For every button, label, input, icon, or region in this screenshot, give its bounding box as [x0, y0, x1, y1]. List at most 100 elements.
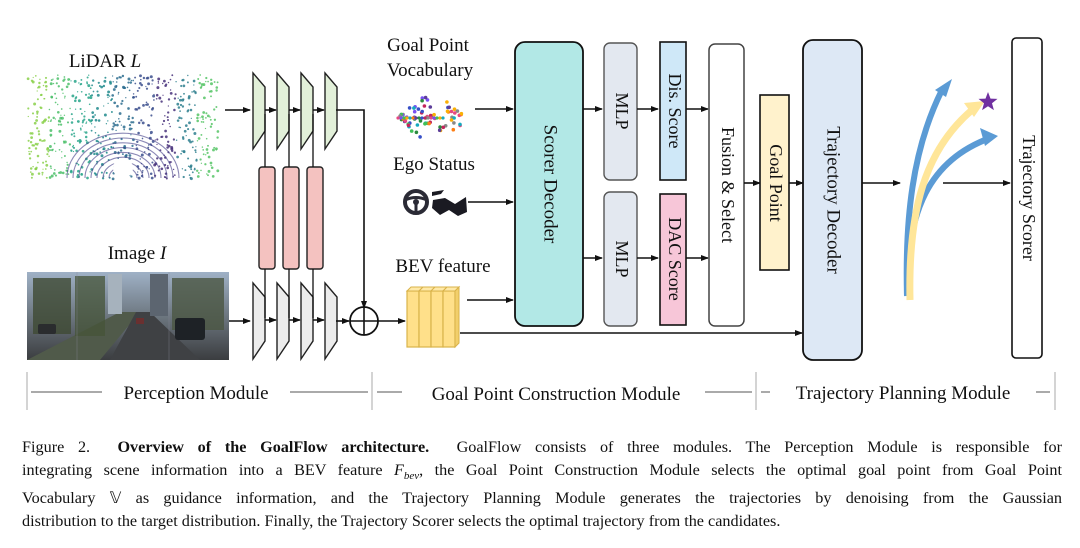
lidar-point	[187, 157, 190, 160]
lidar-point	[122, 86, 126, 90]
lidar-point	[140, 119, 143, 122]
cross-modal-fusion-blocks	[258, 114, 324, 318]
lidar-point	[103, 105, 105, 107]
lidar-point	[62, 140, 65, 143]
lidar-point	[184, 169, 187, 172]
lidar-point	[188, 103, 191, 106]
lidar-point	[50, 174, 54, 178]
lidar-point	[52, 78, 54, 80]
lidar-point	[48, 108, 51, 111]
lidar-point	[165, 83, 168, 86]
lidar-point	[117, 93, 119, 95]
vocabulary-point	[417, 116, 421, 120]
lidar-point	[80, 112, 83, 115]
lidar-point	[196, 140, 199, 142]
lidar-point	[210, 166, 214, 169]
lidar-point	[137, 131, 140, 135]
lidar-ring	[84, 147, 162, 179]
lidar-point	[85, 121, 88, 123]
math-f-bev: Fbev	[393, 460, 420, 482]
vocabulary-point	[409, 129, 414, 133]
lidar-point	[205, 76, 208, 80]
lidar-point	[86, 82, 89, 85]
lidar-point	[97, 140, 100, 143]
lidar-point	[33, 102, 37, 106]
lidar-point	[30, 136, 33, 139]
lidar-point	[90, 94, 94, 97]
lidar-point	[178, 126, 180, 129]
lidar-point	[211, 175, 215, 178]
lidar-point	[100, 85, 103, 89]
lidar-point-cloud-image	[26, 73, 220, 181]
lidar-point	[149, 128, 151, 130]
lidar-point	[189, 176, 192, 179]
caption-line-4: distribution to the target distribution.…	[22, 511, 781, 530]
candidate-trajectories-icon	[903, 79, 998, 301]
lidar-point	[108, 95, 111, 97]
lidar-point	[61, 88, 64, 91]
lidar-point	[35, 119, 38, 122]
lidar-label: LiDAR L	[69, 51, 141, 72]
lidar-point	[100, 154, 104, 158]
lidar-point	[89, 171, 91, 173]
lidar-point	[149, 172, 153, 176]
lidar-point	[191, 146, 194, 149]
lidar-point	[36, 154, 40, 158]
lidar-point	[36, 127, 39, 130]
lidar-point	[178, 116, 181, 120]
lidar-point	[196, 119, 199, 123]
lidar-point	[116, 123, 119, 127]
lidar-point	[55, 150, 57, 152]
lidar-point	[187, 74, 189, 77]
lidar-point	[111, 94, 115, 97]
lidar-point	[140, 153, 144, 157]
lidar-point	[57, 171, 61, 174]
lidar-point	[141, 121, 145, 125]
lidar-point	[166, 118, 170, 122]
lidar-point	[111, 177, 115, 181]
lidar-point	[213, 146, 216, 149]
lidar-point	[192, 79, 196, 83]
lidar-point	[56, 77, 60, 80]
lidar-point	[175, 139, 178, 142]
lidar-point	[96, 90, 99, 93]
lidar-point	[176, 102, 180, 106]
lidar-point	[180, 152, 182, 155]
lidar-point	[91, 111, 95, 114]
lidar-point	[66, 163, 69, 166]
lidar-point	[44, 118, 47, 122]
lidar-point	[117, 91, 120, 94]
lidar-point	[74, 108, 77, 110]
lidar-point	[135, 108, 139, 111]
lidar-point	[182, 84, 186, 88]
lidar-point	[209, 118, 212, 121]
lidar-point	[49, 165, 52, 168]
image-encoder-stage	[324, 281, 338, 362]
vocabulary-point	[412, 109, 417, 114]
lidar-point	[155, 97, 158, 100]
lidar-point	[44, 84, 48, 88]
lidar-point	[79, 107, 82, 111]
lidar-point	[136, 140, 139, 144]
lidar-point	[31, 112, 35, 115]
lidar-point	[130, 79, 133, 82]
lidar-point	[134, 76, 137, 79]
lidar-point	[207, 80, 209, 83]
lidar-point	[176, 119, 180, 122]
lidar-point	[28, 152, 31, 156]
lidar-point	[137, 171, 139, 173]
caption-text: , the Goal Point Construction Module sel…	[419, 460, 1063, 479]
lidar-point	[80, 128, 82, 131]
lidar-point	[204, 127, 207, 130]
lidar-point	[110, 111, 113, 113]
lidar-point	[157, 80, 160, 83]
lidar-point	[90, 129, 93, 132]
lidar-point	[135, 144, 137, 147]
lidar-point	[107, 96, 109, 99]
lidar-point	[167, 111, 170, 114]
lidar-point	[57, 74, 59, 76]
vocabulary-point	[428, 105, 433, 109]
sum-operator-icon	[349, 306, 379, 336]
lidar-point	[93, 152, 96, 156]
dis-score-label: Dis. Score	[665, 74, 685, 149]
